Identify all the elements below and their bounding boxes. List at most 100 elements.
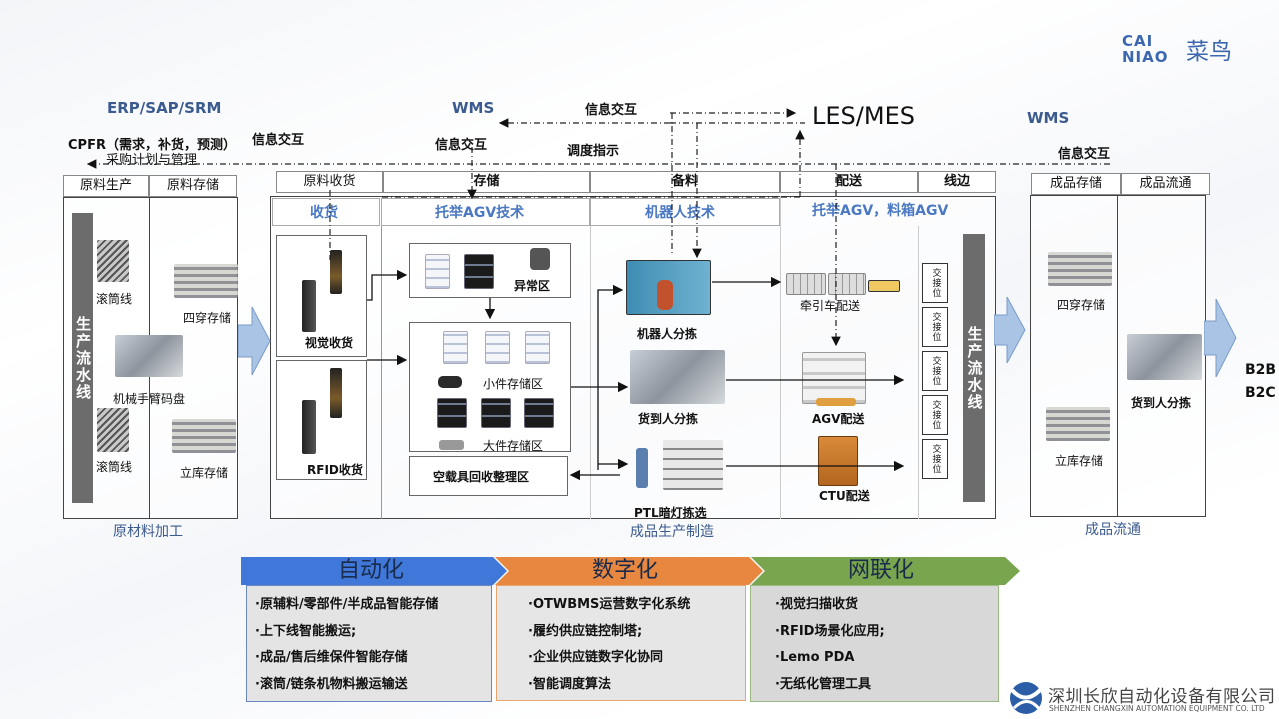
pillar-item: ·无纸化管理工具 [775, 676, 871, 692]
robot-arm-icon [657, 280, 673, 310]
item-label: 四穿存储 [183, 311, 232, 325]
subheader-storage-cell [381, 198, 590, 226]
production-line-bar: 生产流水线 [963, 234, 985, 502]
bin-rack-image [464, 254, 494, 289]
subheader-receiving: 收货 [310, 205, 338, 221]
agv-robot-icon [439, 440, 464, 450]
agv-icon [816, 398, 856, 406]
pillar-panel-digitalization: ·OTWBMS运营数字化系统 ·履约供应链控制塔; ·企业供应链数字化协同 ·智… [496, 585, 746, 701]
rfid-reader-icon [330, 368, 342, 418]
pillar-title-automation: 自动化 [337, 558, 404, 583]
handover-slot: 交接位 [922, 263, 948, 303]
flow-line [597, 284, 624, 470]
header-raw-production: 原料生产 [63, 175, 149, 197]
wms-left-label: WMS [452, 99, 495, 117]
rfid-receiving-label: RFID收货 [307, 463, 363, 477]
pillar-title-digitalization: 数字化 [591, 558, 658, 583]
subheader-storage: 托举AGV技术 [435, 205, 525, 221]
flow-line [367, 269, 408, 301]
stereo-warehouse-image [1046, 407, 1110, 441]
ctu-robot-image [818, 436, 858, 486]
empty-carrier-box [409, 456, 568, 496]
info-exchange-label: 信息交互 [252, 133, 305, 148]
finished-caption: 成品流通 [1085, 522, 1141, 538]
item-label: 滚筒线 [96, 292, 133, 306]
info-exchange-label: 信息交互 [1058, 147, 1111, 162]
logo-latin-top: CAI [1122, 32, 1154, 50]
roller-line-image [97, 240, 129, 282]
goods-to-person-label: 货到人分拣 [638, 412, 699, 426]
visual-receiving-label: 视觉收货 [305, 336, 354, 350]
ptl-picking-label: PTL暗灯拣选 [634, 506, 707, 520]
header-raw-receiving: 原料收货 [276, 171, 383, 193]
les-mes-label: LES/MES [812, 102, 915, 130]
production-line-label: 生产流水线 [965, 325, 984, 411]
pillar-item: ·原辅料/零部件/半成品智能存储 [255, 597, 439, 612]
four-way-storage-image [174, 264, 238, 298]
small-parts-label: 小件存储区 [483, 377, 544, 391]
cainiao-logo: CAI NIAO 菜鸟 [1122, 34, 1242, 70]
pda-icon [530, 248, 550, 270]
pillar-item: ·视觉扫描收货 [775, 597, 858, 612]
flow-arrow-icon [238, 306, 271, 376]
goods-to-person-image [1127, 334, 1202, 380]
logo-cn: 菜鸟 [1186, 39, 1232, 65]
exception-area-label: 异常区 [514, 279, 551, 293]
ctu-delivery-label: CTU配送 [819, 489, 870, 503]
erp-label: ERP/SAP/SRM [107, 99, 222, 117]
scanner-panel-icon [330, 250, 342, 294]
company-logo-icon [1010, 682, 1044, 714]
finished-item-label: 货到人分拣 [1131, 396, 1192, 410]
procurement-label: 采购计划与管理 [106, 153, 198, 168]
agv-robot-icon [438, 376, 462, 388]
divider [381, 226, 382, 519]
large-parts-label: 大件存储区 [483, 439, 544, 453]
finished-item-label: 四穿存储 [1057, 298, 1106, 312]
production-line-label: 生产流水线 [74, 315, 92, 401]
tugger-cart-icon [828, 273, 866, 295]
divider [780, 196, 781, 519]
header-finished-circulation: 成品流通 [1121, 173, 1210, 195]
shelf-image [443, 331, 468, 364]
robot-arm-palletizer-image [115, 335, 183, 377]
raw-material-caption: 原材料加工 [113, 524, 183, 540]
pillar-item: ·上下线智能搬运; [255, 623, 357, 639]
banner-connectivity-shape [751, 557, 1020, 585]
channel-b2b: B2B [1245, 362, 1277, 378]
pillar-item: ·成品/售后维保件智能存储 [255, 650, 408, 665]
receiving-gate-icon [302, 400, 316, 454]
pillar-item: ·滚筒/链条机物料搬运输送 [255, 676, 408, 692]
production-line-bar: 生产流水线 [72, 213, 93, 503]
cpfr-label: CPFR（需求，补货，预测） [68, 138, 236, 153]
divider [918, 226, 919, 519]
info-exchange-label: 信息交互 [585, 103, 638, 118]
header-finished-storage: 成品存储 [1031, 173, 1121, 195]
agv-delivery-label: AGV配送 [812, 412, 865, 426]
header-storage: 存储 [383, 171, 590, 193]
header-picking: 备料 [590, 171, 780, 193]
subheader-receiving-cell [272, 198, 380, 226]
company-name-en: SHENZHEN CHANGXIN AUTOMATION EQUIPMENT C… [1049, 704, 1265, 713]
item-label: 机械手臂码盘 [113, 392, 186, 406]
finished-item-label: 立库存储 [1055, 454, 1104, 468]
wms-right-label: WMS [1027, 109, 1070, 127]
pillar-panel-connectivity: ·视觉扫描收货 ·RFID场景化应用; ·Lemo PDA ·无纸化管理工具 [750, 585, 999, 702]
tugger-delivery-label: 牵引车配送 [800, 299, 861, 313]
visual-receiving-card [276, 235, 367, 357]
production-caption: 成品生产制造 [630, 524, 714, 540]
receiving-gate-icon [302, 280, 316, 332]
pillar-banners [241, 557, 1020, 585]
flow-arrow-icon [994, 296, 1026, 364]
rfid-receiving-card [276, 360, 367, 480]
roller-line-image [97, 408, 129, 452]
pillar-item: ·Lemo PDA [775, 650, 855, 665]
goods-to-person-image [630, 350, 725, 404]
shelf-image [425, 254, 450, 289]
bin-rack-image [437, 398, 467, 428]
info-exchange-label: 信息交互 [435, 138, 488, 153]
divider [1117, 195, 1118, 517]
stereo-warehouse-image [172, 419, 236, 453]
channel-b2c: B2C [1245, 385, 1276, 401]
handover-slot: 交接位 [922, 351, 948, 391]
handover-slot: 交接位 [922, 307, 948, 347]
